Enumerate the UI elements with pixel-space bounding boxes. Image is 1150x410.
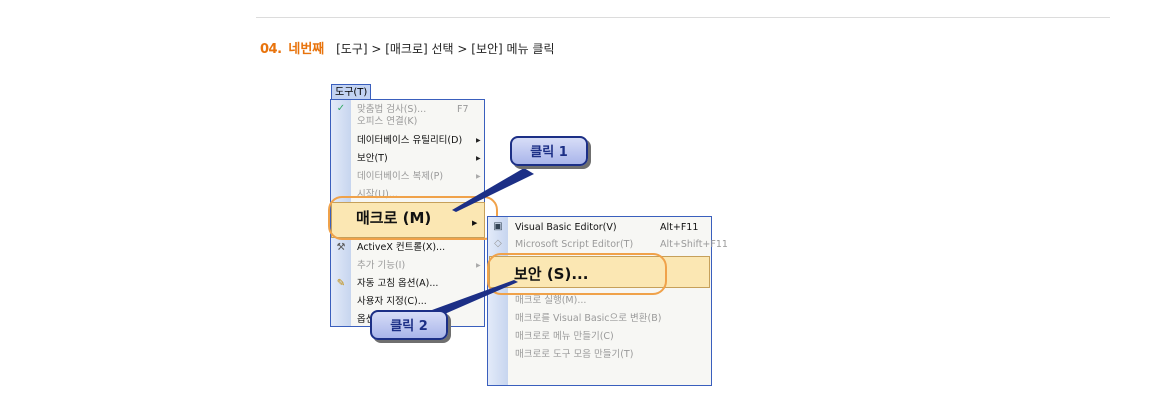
menu-item-macro-label: 매크로 (M) bbox=[356, 209, 432, 227]
submenu-arrow-icon: ▶ bbox=[472, 219, 478, 227]
callout-leader-lines bbox=[432, 168, 534, 316]
macro-submenu: ▣ Visual Basic Editor(V) Alt+F11 ◇ Micro… bbox=[487, 216, 728, 386]
submenu-item-label: 매크로 실행(M)... bbox=[515, 295, 587, 306]
step-instruction: [도구] > [매크로] 선택 > [보안] 메뉴 클릭 bbox=[336, 42, 555, 56]
menu-item-label: 맞춤법 검사(S)... bbox=[357, 104, 427, 115]
menubar-tools-tab[interactable]: 도구(T) bbox=[331, 84, 372, 100]
step-heading: 04. 네번째 [도구] > [매크로] 선택 > [보안] 메뉴 클릭 bbox=[260, 38, 555, 57]
autocorrect-icon: ✎ bbox=[336, 278, 346, 289]
vb-editor-icon: ▣ bbox=[493, 221, 503, 232]
menu-item-customize[interactable]: 사용자 지정(C)... bbox=[357, 295, 427, 309]
submenu-item-shortcut: Alt+Shift+F11 bbox=[660, 239, 728, 250]
submenu-item-security-highlight[interactable] bbox=[489, 256, 710, 288]
spellcheck-icon: ✓ bbox=[336, 103, 346, 114]
menu-item-addins[interactable]: 추가 기능(I) bbox=[357, 259, 405, 273]
submenu-item-convert-macro[interactable]: 매크로를 Visual Basic으로 변환(B) bbox=[515, 312, 661, 326]
script-editor-icon: ◇ bbox=[494, 238, 502, 249]
menu-item-shortcut: F7 bbox=[457, 104, 469, 115]
menu-item-spellcheck[interactable]: 맞춤법 검사(S)... F7 bbox=[357, 103, 469, 117]
menu-item-db-utilities[interactable]: 데이터베이스 유틸리티(D) bbox=[357, 134, 462, 148]
submenu-arrow-icon: ▶ bbox=[476, 173, 481, 180]
submenu-item-label: 매크로를 Visual Basic으로 변환(B) bbox=[515, 313, 662, 324]
menu-item-label: 추가 기능(I) bbox=[357, 260, 406, 271]
submenu-item-script-editor[interactable]: Microsoft Script Editor(T) Alt+Shift+F11 bbox=[515, 238, 728, 252]
submenu-item-macro-toolbar[interactable]: 매크로로 도구 모음 만들기(T) bbox=[515, 348, 633, 362]
menu-screenshot: 도구(T) ✓ 맞춤법 검사(S)... F7 오피스 연결(K) 데이터베이스… bbox=[328, 84, 728, 386]
submenu-item-security-label: 보안 (S)... bbox=[514, 265, 589, 283]
menu-item-label: 데이터베이스 유틸리티(D) bbox=[357, 135, 463, 146]
callout-click-2: 클릭 2 bbox=[370, 310, 448, 340]
menu-item-label: 보안(T) bbox=[357, 153, 388, 164]
submenu-arrow-icon: ▶ bbox=[476, 137, 481, 144]
menu-item-db-replication[interactable]: 데이터베이스 복제(P) bbox=[357, 170, 443, 184]
submenu-item-label: Microsoft Script Editor(T) bbox=[515, 239, 634, 250]
submenu-item-label: 매크로로 메뉴 만들기(C) bbox=[515, 331, 614, 342]
menu-item-label: 시작(U)... bbox=[357, 189, 398, 200]
menu-item-label: 오피스 연결(K) bbox=[357, 116, 418, 127]
step-number: 04. bbox=[260, 42, 282, 57]
security-focus-ring bbox=[487, 253, 667, 295]
submenu-item-run-macro[interactable]: 매크로 실행(M)... bbox=[515, 294, 586, 308]
submenu-arrow-icon: ▶ bbox=[476, 262, 481, 269]
leader-click2 bbox=[432, 280, 518, 316]
menu-item-label: ActiveX 컨트롤(X)... bbox=[357, 242, 446, 253]
leader-click1 bbox=[452, 168, 534, 212]
menu-item-autocorrect[interactable]: 자동 고침 옵션(A)... bbox=[357, 277, 438, 291]
menu-item-office-links[interactable]: 오피스 연결(K) bbox=[357, 116, 418, 127]
top-divider bbox=[256, 17, 1110, 18]
menu-item-label: 사용자 지정(C)... bbox=[357, 296, 427, 307]
submenu-item-label: Visual Basic Editor(V) bbox=[515, 222, 617, 233]
menu-item-label: 자동 고침 옵션(A)... bbox=[357, 278, 439, 289]
activex-icon: ⚒ bbox=[336, 242, 346, 253]
submenu-item-shortcut: Alt+F11 bbox=[660, 222, 699, 233]
submenu-item-vb-editor[interactable]: Visual Basic Editor(V) Alt+F11 bbox=[515, 221, 698, 235]
menu-item-security[interactable]: 보안(T) bbox=[357, 152, 388, 166]
submenu-arrow-icon: ▶ bbox=[476, 155, 481, 162]
submenu-item-label: 매크로로 도구 모음 만들기(T) bbox=[515, 349, 634, 360]
menu-item-label: 데이터베이스 복제(P) bbox=[357, 171, 444, 182]
submenu-item-macro-menu[interactable]: 매크로로 메뉴 만들기(C) bbox=[515, 330, 614, 344]
step-title: 네번째 bbox=[288, 42, 325, 57]
menu-item-activex[interactable]: ActiveX 컨트롤(X)... bbox=[357, 241, 445, 255]
callout-click-1: 클릭 1 bbox=[510, 136, 588, 166]
menu-item-startup[interactable]: 시작(U)... bbox=[357, 188, 398, 202]
